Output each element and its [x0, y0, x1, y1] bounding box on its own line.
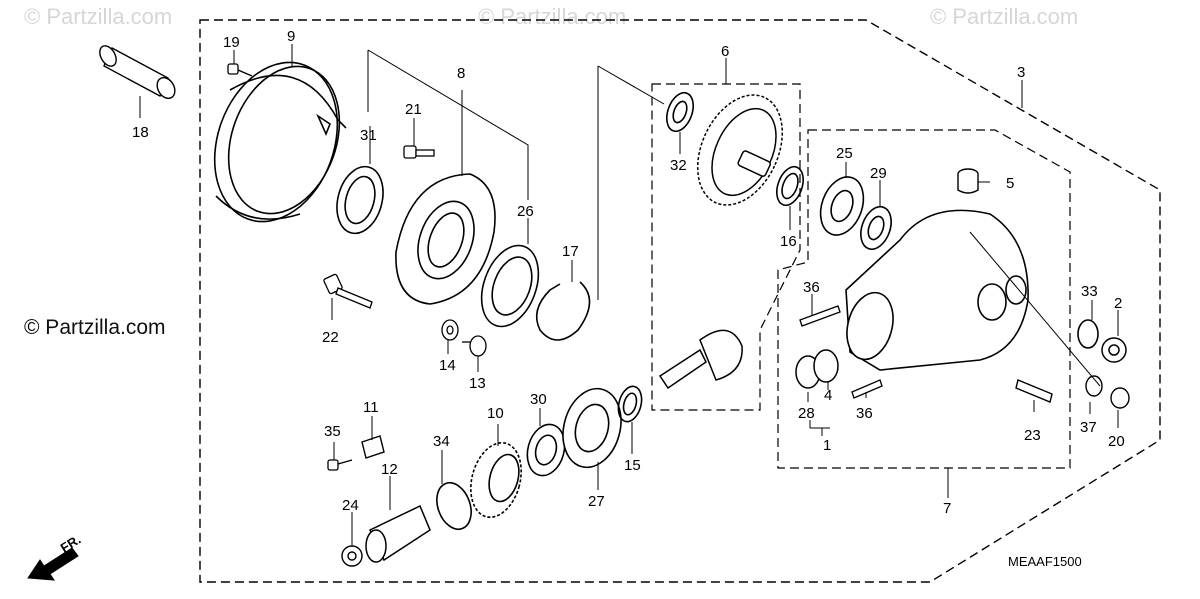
part-plug-2	[1101, 337, 1127, 363]
part-nut-14	[441, 319, 459, 341]
callout-23: 23	[1024, 427, 1041, 444]
part-stud-23	[1015, 379, 1053, 403]
part-bracket-11	[361, 435, 385, 459]
part-nut-24	[341, 545, 363, 567]
callout-8: 8	[457, 65, 465, 82]
callout-16: 16	[780, 233, 797, 250]
callout-11: 11	[363, 399, 379, 416]
callout-32: 32	[670, 157, 687, 174]
callout-37: 37	[1080, 419, 1097, 436]
callout-14: 14	[439, 357, 456, 374]
part-sleeve-18	[99, 45, 176, 118]
part-bearing-holder-8	[395, 90, 496, 305]
assembly-outline	[199, 19, 1161, 583]
part-bolt-20	[1110, 387, 1130, 409]
callout-5: 5	[1006, 175, 1014, 192]
part-bearing-27	[562, 387, 622, 469]
case-group-outline	[777, 129, 1071, 469]
front-arrow-icon	[27, 547, 79, 581]
callout-34: 34	[433, 433, 450, 450]
part-washer-37	[1085, 375, 1103, 397]
callout-2: 2	[1114, 295, 1122, 312]
part-o-ring-33	[1077, 319, 1099, 349]
callout-26: 26	[517, 203, 534, 220]
callout-15: 15	[624, 457, 641, 474]
part-stud-36-lower	[851, 379, 883, 399]
callout-1: 1	[823, 437, 831, 454]
part-seal-30	[526, 423, 566, 477]
callout-27: 27	[588, 493, 605, 510]
callout-30: 30	[530, 391, 547, 408]
leader-lines	[233, 44, 1119, 546]
part-bolt-19	[227, 63, 253, 77]
callout-35: 35	[324, 423, 341, 440]
part-shim-15	[617, 385, 643, 423]
callout-25: 25	[836, 145, 853, 162]
front-label: FR.	[58, 532, 84, 556]
watermark-top-right: © Partzilla.com	[930, 4, 1078, 29]
callout-21: 21	[405, 101, 422, 118]
part-bleeder-13	[462, 335, 487, 357]
bracket-31-26	[367, 49, 529, 200]
callout-7: 7	[943, 500, 951, 517]
callout-4: 4	[824, 387, 832, 404]
part-bearing-25	[819, 176, 865, 236]
watermark-left-side: © Partzilla.com	[24, 316, 166, 339]
callout-18: 18	[132, 124, 149, 141]
part-bearing-10	[470, 441, 522, 519]
part-ring-gear-6	[696, 94, 784, 206]
callout-22: 22	[322, 329, 339, 346]
callout-29: 29	[870, 165, 887, 182]
callout-20: 20	[1108, 433, 1125, 450]
part-bearing-28	[795, 349, 839, 389]
watermark-top-center: © Partzilla.com	[478, 4, 626, 29]
part-stud-36-upper	[799, 305, 841, 327]
callout-24: 24	[342, 497, 359, 514]
part-final-drive-case	[845, 209, 1101, 387]
part-bolt-21	[403, 145, 435, 159]
part-circlip-17	[535, 281, 591, 341]
part-bolt-35	[327, 459, 353, 471]
callout-9: 9	[287, 28, 295, 45]
callout-17: 17	[562, 243, 579, 260]
callout-labels: 1 2 3 4 5 6 7 8 9 10 11 12 13 14 15 16 1…	[132, 28, 1125, 517]
watermark-top-left: © Partzilla.com	[24, 4, 172, 29]
callout-10: 10	[487, 405, 504, 422]
part-o-ring-34	[436, 481, 472, 531]
callout-36-upper: 36	[803, 279, 820, 296]
callout-28: 28	[798, 405, 815, 422]
part-bearing-26	[480, 244, 540, 328]
callout-19: 19	[223, 34, 240, 51]
part-bolt-22	[323, 273, 373, 309]
part-ring-cover-9	[213, 61, 347, 223]
part-shim-16	[776, 165, 804, 207]
callout-36-lower: 36	[856, 405, 873, 422]
callout-31: 31	[360, 127, 377, 144]
part-bushing-12	[365, 504, 431, 563]
part-seal-31	[336, 165, 384, 235]
part-cap-5	[957, 168, 979, 194]
bracket-17	[597, 65, 665, 105]
callout-33: 33	[1081, 283, 1098, 300]
gear-set-outline	[651, 83, 801, 411]
diagram-code: MEAAF1500	[1008, 554, 1082, 569]
callout-13: 13	[469, 375, 486, 392]
callout-3: 3	[1017, 64, 1025, 81]
callout-6: 6	[721, 43, 729, 60]
callout-12: 12	[381, 461, 398, 478]
part-seal-29	[860, 205, 892, 251]
part-pinion-gear	[658, 329, 743, 390]
part-shim-32	[666, 91, 694, 133]
